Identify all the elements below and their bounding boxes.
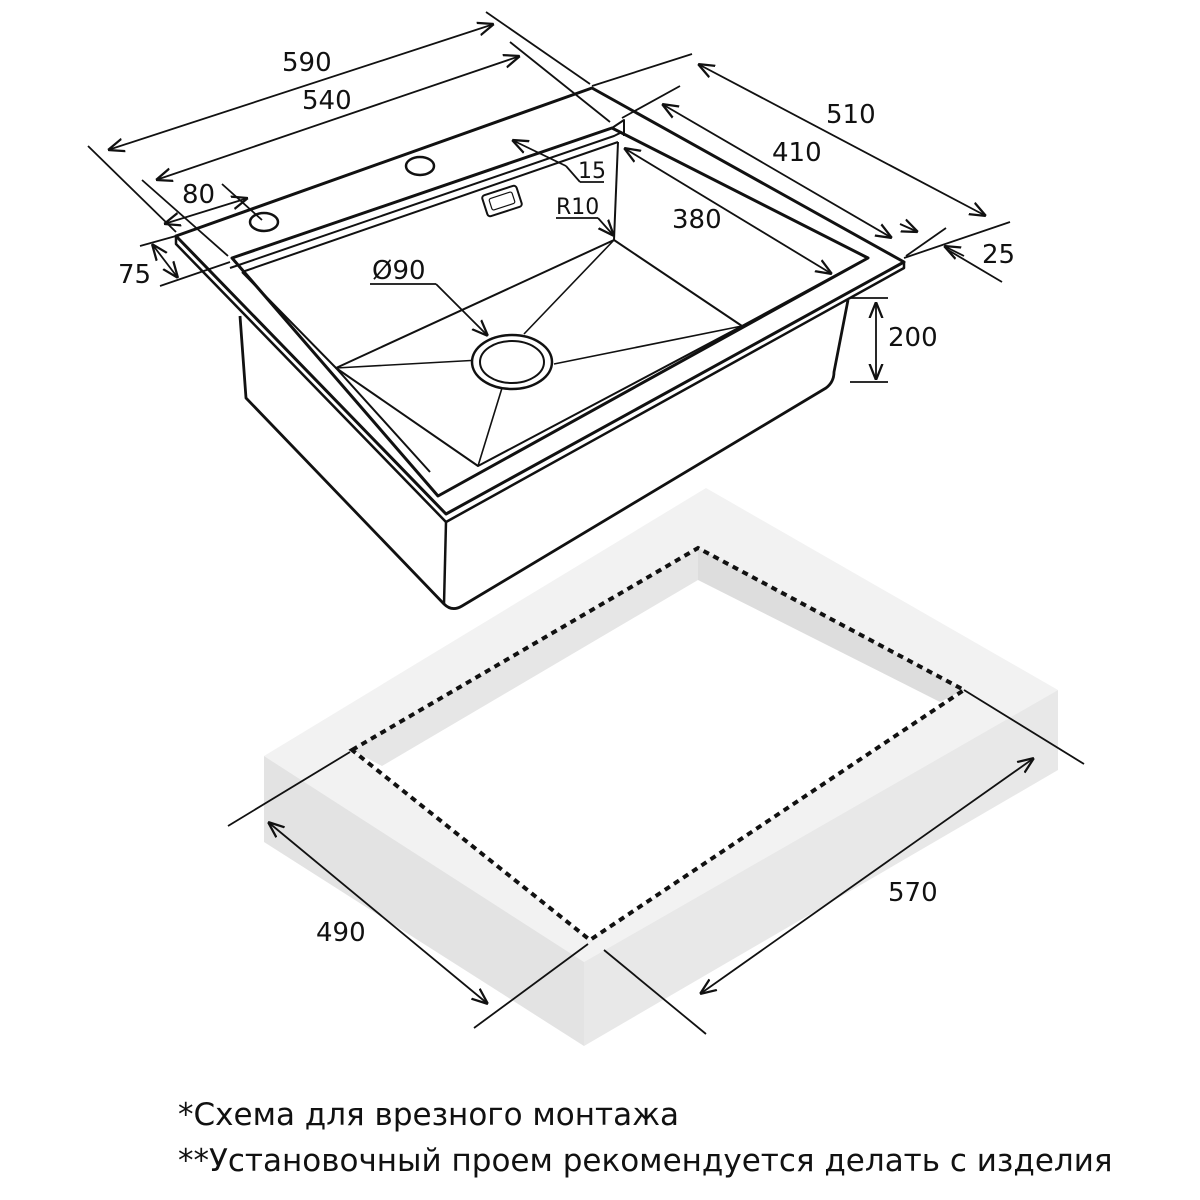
note-line-2: **Установочный проем рекомендуется делат… bbox=[178, 1143, 1113, 1179]
dim-490-label: 490 bbox=[316, 918, 366, 948]
dim-25-label: 25 bbox=[982, 240, 1015, 270]
note-line-1: *Схема для врезного монтажа bbox=[178, 1097, 679, 1133]
tap-hole-left bbox=[248, 211, 280, 233]
dim-dia90-label: Ø90 bbox=[372, 256, 426, 286]
cutout-dimensions bbox=[227, 689, 1085, 1035]
sink-drain bbox=[470, 333, 554, 391]
dim-590-label: 590 bbox=[282, 48, 332, 78]
sink-dimensions bbox=[87, 11, 1011, 383]
overflow-icon bbox=[481, 184, 523, 218]
countertop-opening-wall-right bbox=[698, 548, 964, 702]
sink-outer-wall bbox=[238, 299, 850, 610]
dim-200-label: 200 bbox=[888, 323, 938, 353]
tap-hole-right bbox=[404, 155, 436, 177]
dim-75-label: 75 bbox=[118, 260, 151, 290]
dim-380-label: 380 bbox=[672, 205, 722, 235]
sink-body bbox=[174, 86, 906, 610]
dim-80-label: 80 bbox=[182, 180, 215, 210]
dim-15-label: 15 bbox=[578, 159, 606, 184]
dim-540-label: 540 bbox=[302, 86, 352, 116]
sink-outer-wall-front bbox=[442, 521, 448, 605]
sink-drain-grooves bbox=[335, 239, 743, 467]
dim-r10-label: R10 bbox=[556, 195, 599, 220]
dim-570-label: 570 bbox=[888, 878, 938, 908]
dim-510-label: 510 bbox=[826, 100, 876, 130]
countertop-opening-wall-back bbox=[352, 548, 698, 766]
dim-410-label: 410 bbox=[772, 138, 822, 168]
notes: *Схема для врезного монтажа **Установочн… bbox=[178, 1092, 1178, 1184]
cutout-outline bbox=[348, 545, 968, 943]
sink-bowl-wall-back bbox=[613, 141, 619, 241]
sink-back-ledge bbox=[229, 131, 623, 273]
sink-bowl-wall-left bbox=[241, 271, 337, 369]
